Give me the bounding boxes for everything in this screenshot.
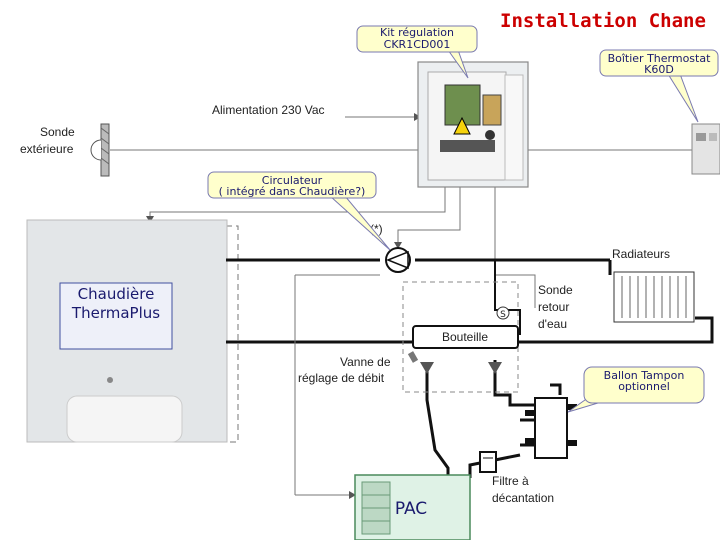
hydraulic-pipes bbox=[226, 258, 714, 478]
pac-unit bbox=[354, 474, 471, 540]
callout-ballon-line2: optionnel bbox=[618, 380, 670, 393]
vanne-debit bbox=[407, 351, 434, 374]
warning-icon bbox=[453, 116, 471, 135]
s-marker-text: S bbox=[500, 310, 506, 320]
callout-circulateur-line2: ( intégré dans Chaudière?) bbox=[219, 185, 366, 198]
callout-ballon-line1: Ballon Tampon bbox=[604, 369, 685, 382]
callout-circulateur-line1: Circulateur bbox=[262, 174, 323, 187]
chaudiere-label-2: ThermaPlus bbox=[71, 304, 160, 322]
sonde-retour-label-3: d'eau bbox=[538, 317, 567, 331]
bouteille-zone bbox=[402, 281, 519, 393]
callout-kit-line2: CKR1CD001 bbox=[384, 38, 451, 51]
radiateurs-label: Radiateurs bbox=[612, 247, 670, 261]
callout-ballon bbox=[567, 366, 705, 413]
sonde-ext-label-1: Sonde bbox=[40, 125, 75, 139]
sonde-retour-label-1: Sonde bbox=[538, 283, 573, 297]
chaudiere-unit bbox=[26, 219, 239, 443]
bouteille-label: Bouteille bbox=[442, 330, 488, 344]
thermostat-box bbox=[691, 123, 720, 175]
chaudiere-label-1: Chaudière bbox=[78, 285, 155, 303]
filtre-label-1: Filtre à bbox=[492, 474, 529, 488]
sonde-exterieure bbox=[90, 123, 110, 177]
diagram-title: Installation Chane bbox=[500, 10, 706, 32]
ballon-tampon bbox=[525, 397, 577, 459]
sonde-ext-label-2: extérieure bbox=[20, 142, 74, 156]
callout-kit bbox=[356, 25, 478, 79]
sonde-retour-marker bbox=[496, 306, 510, 320]
vanne-label-1: Vanne de bbox=[340, 355, 391, 369]
callout-circulateur bbox=[207, 171, 391, 251]
callout-kit-line1: Kit régulation bbox=[380, 26, 454, 39]
alimentation-label: Alimentation 230 Vac bbox=[212, 103, 325, 117]
filtre-decantation bbox=[479, 451, 497, 473]
callout-thermostat-line1: Boîtier Thermostat bbox=[608, 52, 712, 65]
radiateurs-unit bbox=[613, 271, 695, 323]
pac-label: PAC bbox=[395, 499, 427, 519]
signal-wires bbox=[110, 113, 692, 308]
circulateur-pump bbox=[385, 247, 411, 273]
sonde-retour-label-2: retour bbox=[538, 300, 569, 314]
vanne-2 bbox=[488, 362, 502, 374]
vanne-label-2: réglage de débit bbox=[298, 371, 385, 385]
kit-regulation-box bbox=[417, 61, 529, 188]
bouteille bbox=[412, 325, 519, 349]
filtre-label-2: décantation bbox=[492, 491, 554, 505]
callout-thermostat-line2: K60D bbox=[644, 63, 674, 76]
callout-thermostat bbox=[599, 49, 719, 123]
